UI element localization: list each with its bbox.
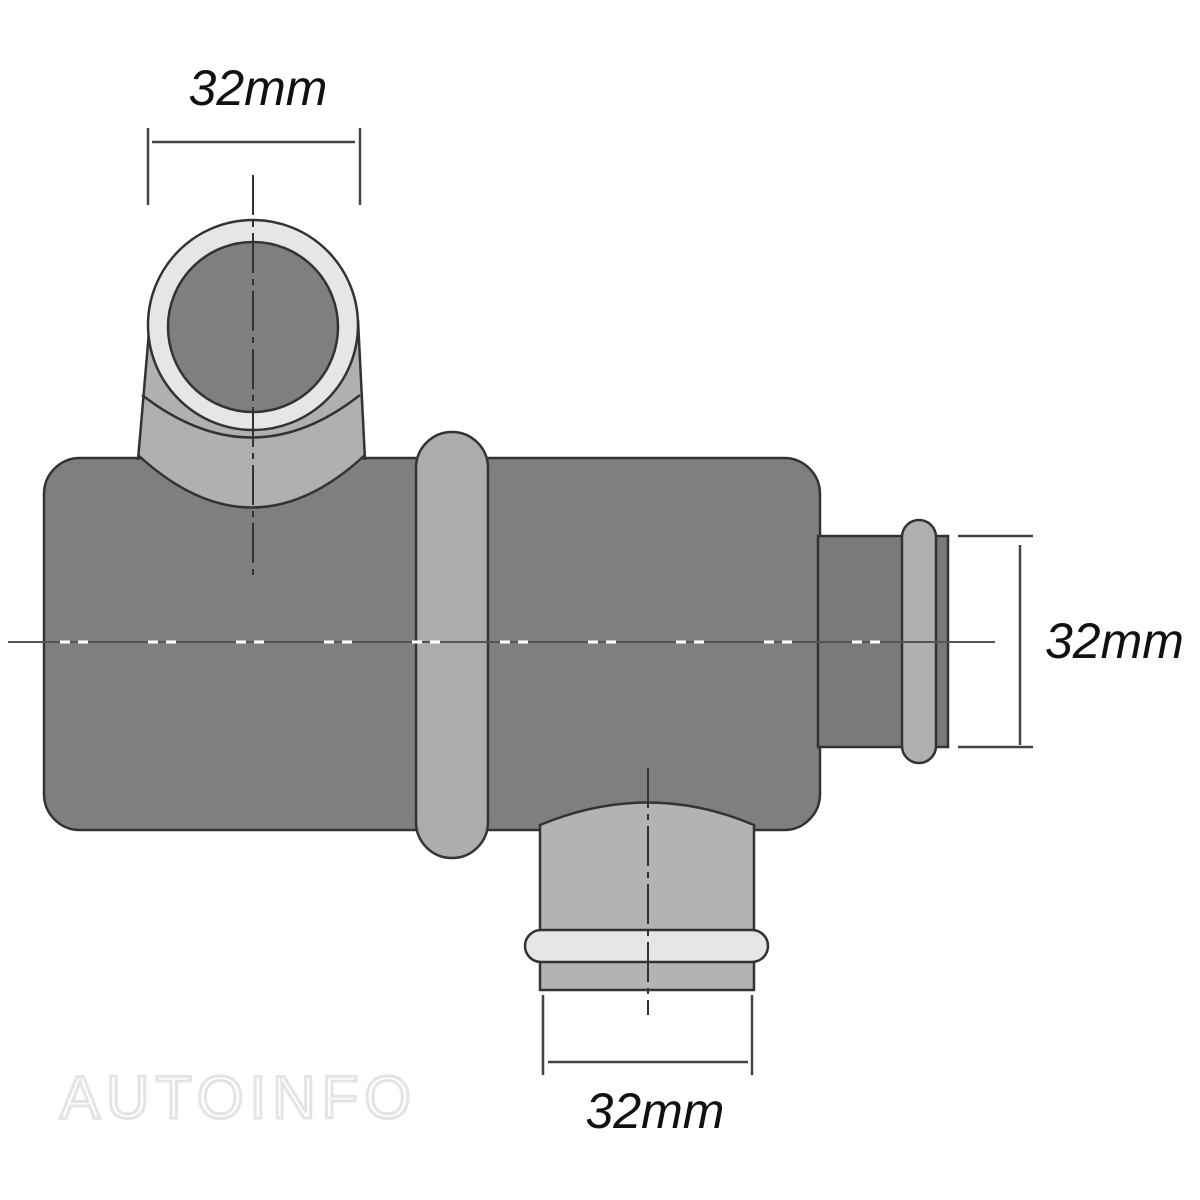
side-outlet-dimension: 32mm: [1045, 613, 1184, 669]
watermark-text: AUTOINFO: [60, 1064, 417, 1131]
dimension-lines: [146, 128, 1033, 1075]
autoinfo-watermark: AUTOINFO: [59, 1063, 417, 1133]
bottom-outlet-ring: [523, 928, 770, 964]
top-inlet-front: [136, 218, 367, 509]
clamp-band: [414, 430, 490, 860]
bottom-outlet-dimension: 32mm: [586, 1083, 725, 1139]
bottom-outlet: [523, 801, 770, 992]
top-inlet-dimension: 32mm: [189, 60, 328, 116]
